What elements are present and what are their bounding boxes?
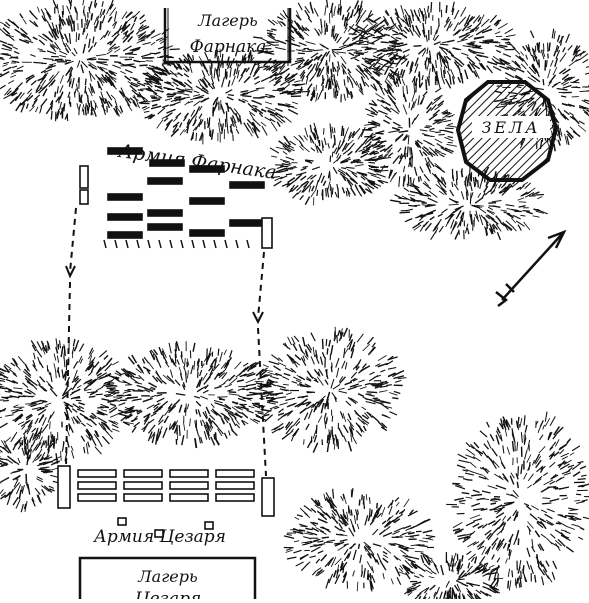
- scythed-chariot-mark: [181, 240, 183, 248]
- scythed-chariot-mark: [247, 240, 249, 248]
- scythed-chariot-mark: [192, 240, 194, 248]
- right-advance-line: [258, 252, 264, 318]
- north-arrow-icon: [496, 232, 564, 306]
- pharnaces-unit-block: [190, 198, 224, 204]
- pharnaces-right-flank: [262, 218, 272, 248]
- pharnaces-unit-block: [230, 220, 264, 226]
- scythed-chariot-mark: [225, 240, 227, 248]
- caesar-cohort-block: [216, 470, 254, 477]
- zela-town: ЗЕЛА: [458, 82, 556, 180]
- hill-south-centre: [284, 488, 436, 591]
- hill-north-west: [0, 0, 180, 121]
- pharnaces-unit-block: [150, 160, 184, 166]
- pharnaces-unit-block: [108, 232, 142, 238]
- caesar-cohort-block: [170, 470, 208, 477]
- caesar-cohort-block: [216, 482, 254, 489]
- caesars-camp: Лагерь Цезаря: [80, 558, 255, 599]
- pharnaces-unit-block: [108, 194, 142, 200]
- pharnaces-unit-block: [190, 166, 224, 172]
- right-advance-line-lower: [258, 328, 266, 476]
- caesar-cohort-block: [78, 494, 116, 501]
- caesar-cohort-block: [124, 494, 162, 501]
- scythed-chariot-mark: [137, 240, 139, 248]
- pharnaces-left-flank: [80, 166, 88, 188]
- caesar-cohort-block: [124, 470, 162, 477]
- caesar-cohort-block: [170, 494, 208, 501]
- scythed-chariot-mark: [214, 240, 216, 248]
- scythed-chariot-mark: [159, 240, 161, 248]
- pharnaces-unit-block: [108, 148, 142, 154]
- caesar-cohort-block: [78, 470, 116, 477]
- caesar-cohort-block: [170, 482, 208, 489]
- scythed-chariot-mark: [126, 240, 128, 248]
- scythed-chariot-mark: [170, 240, 172, 248]
- pharnaces-army-label: Армия Фарнака: [116, 140, 278, 184]
- caesar-cohort-block: [124, 482, 162, 489]
- hill-south-foot: [399, 552, 503, 599]
- pharnaces-unit-block: [108, 214, 142, 220]
- caesars-army-label: Армия Цезаря: [93, 527, 226, 547]
- scythed-chariot-mark: [104, 240, 106, 248]
- caesars-camp-label-line1: Лагерь: [137, 567, 197, 586]
- caesar-cohort-block: [78, 482, 116, 489]
- caesar-reserve-block: [118, 518, 126, 525]
- scythed-chariot-mark: [236, 240, 238, 248]
- zela-label: ЗЕЛА: [481, 118, 540, 137]
- pharnaces-unit-block: [230, 182, 264, 188]
- pharnaces-unit-block: [148, 224, 182, 230]
- pharnaces-camp-label-line1: Лагерь: [197, 11, 257, 30]
- pharnaces-left-flank-rear: [80, 190, 88, 204]
- caesar-left-flank: [58, 466, 70, 508]
- pharnaces-unit-block: [148, 210, 182, 216]
- caesars-camp-label-line2: Цезаря: [134, 589, 201, 599]
- pharnaces-unit-block: [190, 230, 224, 236]
- hill-south-east: [446, 412, 589, 591]
- scythed-chariot-mark: [148, 240, 150, 248]
- hill-middle-centre: [103, 341, 278, 448]
- hill-middle-east: [253, 327, 407, 453]
- right-advance-arrowhead: [253, 312, 263, 322]
- scythed-chariot-mark: [203, 240, 205, 248]
- scythed-chariot-mark: [115, 240, 117, 248]
- left-advance-line: [70, 208, 76, 272]
- advance-routes: [66, 208, 266, 476]
- pharnaces-unit-block: [148, 178, 182, 184]
- caesar-cohort-block: [216, 494, 254, 501]
- pharnaces-camp-label-line2: Фарнака: [190, 37, 267, 57]
- caesar-right-flank: [262, 478, 274, 516]
- hill-middle-far-west: [0, 431, 61, 512]
